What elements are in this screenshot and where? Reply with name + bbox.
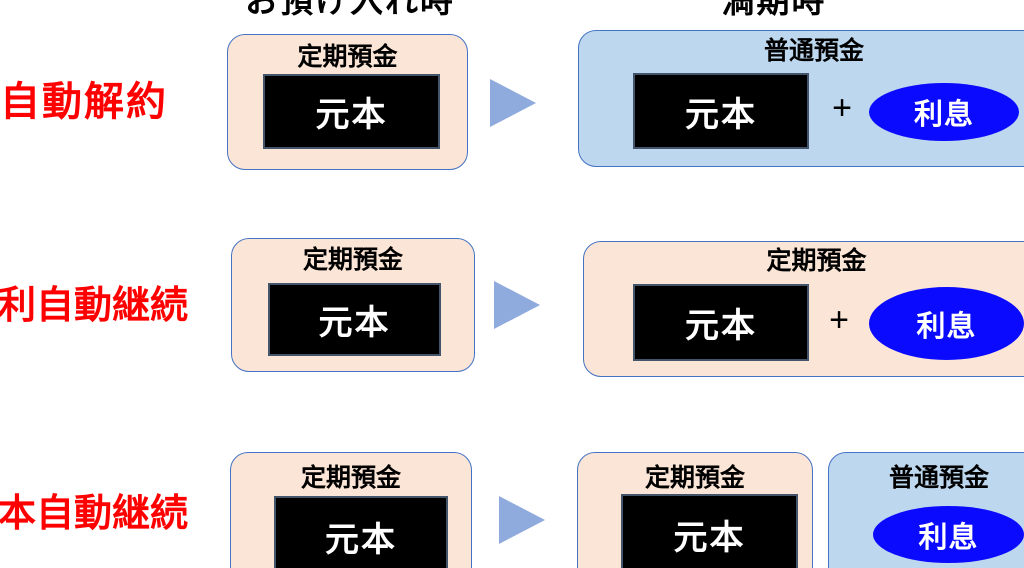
interest-ellipse: 利息 xyxy=(873,506,1024,563)
panel-title: 定期預金 xyxy=(302,246,403,274)
panel-title: 普通預金 xyxy=(888,464,989,492)
row-label-auto-cancel: 自動解約 xyxy=(0,80,168,124)
panel-title: 定期預金 xyxy=(300,464,401,492)
principal-box: 元本 xyxy=(263,74,440,149)
plus-sign: + xyxy=(829,301,849,339)
row-label-principal-interest-renewal: 利自動継続 xyxy=(0,285,189,327)
arrow-right-icon xyxy=(494,281,540,329)
plus-sign: + xyxy=(832,89,852,127)
principal-box: 元本 xyxy=(268,283,441,356)
principal-label: 元本 xyxy=(325,520,397,559)
panel-time-deposit-after-r2: 定期預金 元本 + 利息 xyxy=(583,241,1024,377)
panel-time-deposit-after-r3: 定期預金 元本 xyxy=(577,452,813,568)
interest-ellipse: 利息 xyxy=(869,287,1024,360)
interest-label: 利息 xyxy=(916,310,977,343)
interest-label: 利息 xyxy=(913,99,974,131)
arrow-right-icon xyxy=(490,79,536,127)
column-header-maturity-time: 満期時 xyxy=(721,0,827,19)
panel-ordinary-deposit-after-r3: 普通預金 利息 xyxy=(828,452,1024,568)
interest-ellipse: 利息 xyxy=(869,83,1019,141)
principal-box: 元本 xyxy=(621,494,798,568)
panel-title: 定期預金 xyxy=(644,464,745,492)
panel-time-deposit-before-r1: 定期預金 元本 xyxy=(227,34,468,170)
principal-label: 元本 xyxy=(315,96,388,134)
column-header-deposit-time: お預け入れ時 xyxy=(245,0,455,19)
panel-title: 定期預金 xyxy=(766,247,867,275)
interest-label: 利息 xyxy=(918,521,979,554)
panel-title: 普通預金 xyxy=(763,37,864,65)
panel-time-deposit-before-r3: 定期預金 元本 xyxy=(230,452,472,568)
panel-title: 定期預金 xyxy=(297,43,398,71)
principal-box: 元本 xyxy=(633,284,809,361)
panel-time-deposit-before-r2: 定期預金 元本 xyxy=(231,238,475,372)
principal-box: 元本 xyxy=(274,496,448,568)
principal-label: 元本 xyxy=(685,95,757,134)
panel-ordinary-deposit-after-r1: 普通預金 元本 + 利息 xyxy=(578,30,1024,167)
arrow-right-icon xyxy=(499,496,545,544)
principal-label: 元本 xyxy=(673,518,746,557)
principal-box: 元本 xyxy=(633,73,809,149)
principal-label: 元本 xyxy=(318,304,391,342)
principal-label: 元本 xyxy=(685,307,757,345)
row-label-principal-renewal: 本自動継続 xyxy=(0,493,189,535)
